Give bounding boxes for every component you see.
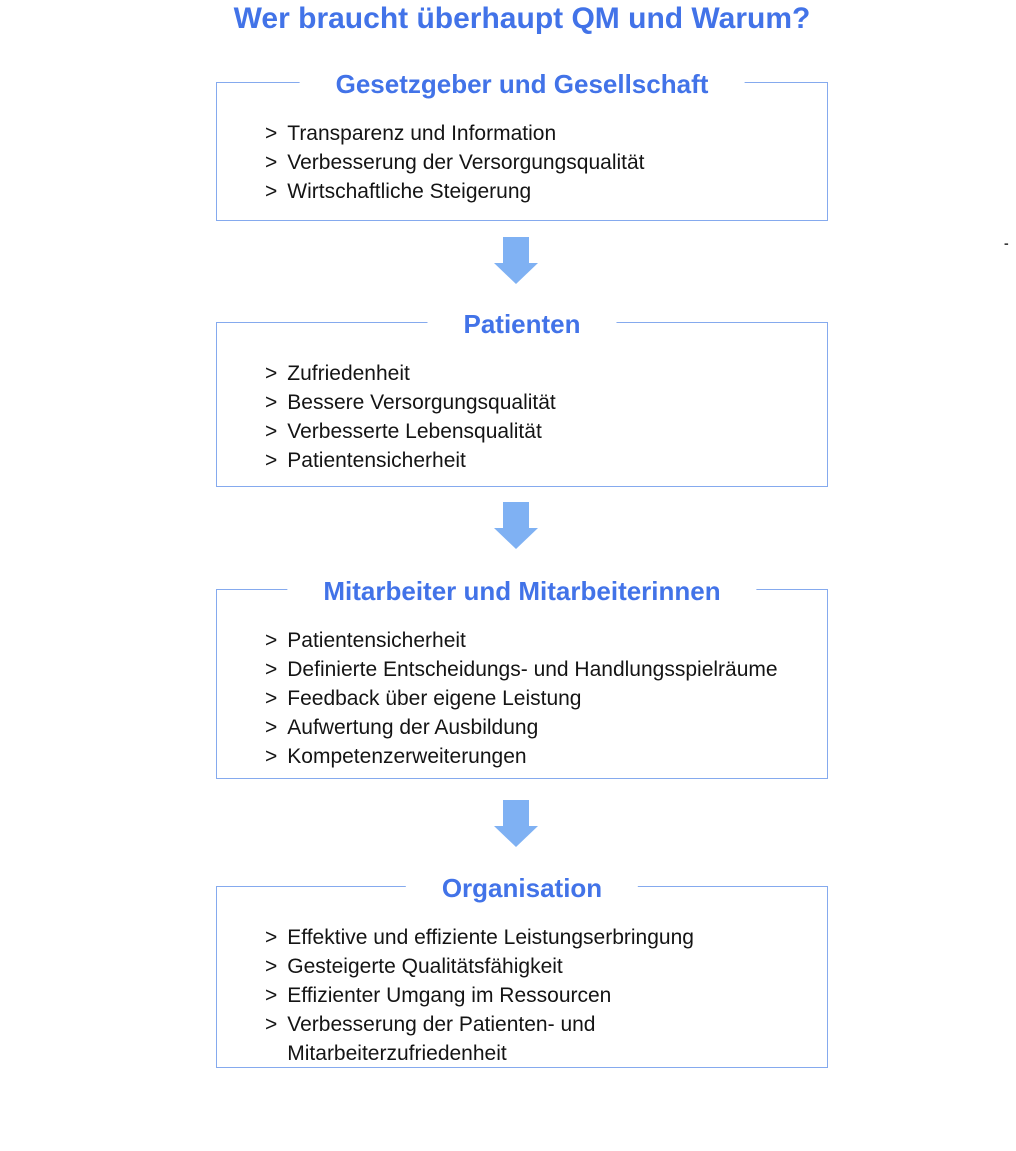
item-list: > Patientensicherheit > Definierte Entsc… [217,590,827,771]
box-title: Patienten [427,309,617,340]
list-item: > Gesteigerte Qualitätsfähigkeit [265,952,819,981]
list-item: > Zufriedenheit [265,359,819,388]
list-item: > Bessere Versorgungsqualität [265,388,819,417]
chevron-marker: > [265,1013,278,1036]
list-item: > Kompetenzerweiterungen [265,742,819,771]
item-text: Kompetenzerweiterungen [287,745,527,768]
chevron-marker: > [265,151,278,174]
chevron-marker: > [265,926,278,949]
arrow-down-icon [494,237,538,284]
list-item: > Transparenz und Information [265,119,819,148]
item-text: Bessere Versorgungsqualität [287,391,556,414]
chevron-marker: > [265,180,278,203]
list-item: > Wirtschaftliche Steigerung [265,177,819,206]
item-text: Definierte Entscheidungs- und Handlungss… [287,658,778,681]
box-patienten: Patienten > Zufriedenheit > Bessere Vers… [216,309,828,487]
chevron-marker: > [265,716,278,739]
item-text: Verbesserung der Patienten- und Mitarbei… [287,1013,596,1065]
stray-mark: - [1004,235,1009,251]
arrow-down-icon [494,800,538,847]
list-item: > Aufwertung der Ausbildung [265,713,819,742]
list-item: > Feedback über eigene Leistung [265,684,819,713]
chevron-marker: > [265,745,278,768]
item-text: Gesteigerte Qualitätsfähigkeit [287,955,563,978]
chevron-marker: > [265,629,278,652]
item-text: Effizienter Umgang im Ressourcen [287,984,612,1007]
list-item: > Verbesserte Lebensqualität [265,417,819,446]
list-item: > Verbesserung der Versorgungsqualität [265,148,819,177]
list-item: > Patientensicherheit [265,446,819,475]
chevron-marker: > [265,391,278,414]
item-list: > Effektive und effiziente Leistungserbr… [217,887,827,1068]
box-organisation: Organisation > Effektive und effiziente … [216,873,828,1068]
item-text: Feedback über eigene Leistung [287,687,582,710]
list-item: > Verbesserung der Patienten- und Mitarb… [265,1010,819,1068]
item-text: Effektive und effiziente Leistungserbrin… [287,926,694,949]
list-item: > Effektive und effiziente Leistungserbr… [265,923,819,952]
box-gesetzgeber-und-gesellschaft: Gesetzgeber und Gesellschaft > Transpare… [216,69,828,221]
item-text: Zufriedenheit [287,362,410,385]
chevron-marker: > [265,362,278,385]
box-mitarbeiter: Mitarbeiter und Mitarbeiterinnen > Patie… [216,576,828,779]
item-text: Patientensicherheit [287,629,466,652]
chevron-marker: > [265,449,278,472]
box-title: Mitarbeiter und Mitarbeiterinnen [287,576,757,607]
list-item: > Effizienter Umgang im Ressourcen [265,981,819,1010]
box-title: Gesetzgeber und Gesellschaft [299,69,745,100]
chevron-marker: > [265,658,278,681]
item-text: Transparenz und Information [287,122,557,145]
page-title: Wer braucht überhaupt QM und Warum? [233,2,811,35]
list-item: > Definierte Entscheidungs- und Handlung… [265,655,819,684]
arrow-down-icon [494,502,538,549]
item-text: Patientensicherheit [287,449,466,472]
chevron-marker: > [265,122,278,145]
item-text: Aufwertung der Ausbildung [287,716,539,739]
item-text: Verbesserte Lebensqualität [287,420,542,443]
item-list: > Transparenz und Information > Verbesse… [217,83,827,206]
item-text: Verbesserung der Versorgungsqualität [287,151,645,174]
item-list: > Zufriedenheit > Bessere Versorgungsqua… [217,323,827,475]
chevron-marker: > [265,420,278,443]
chevron-marker: > [265,955,278,978]
list-item: > Patientensicherheit [265,626,819,655]
chevron-marker: > [265,984,278,1007]
chevron-marker: > [265,687,278,710]
item-text: Wirtschaftliche Steigerung [287,180,532,203]
box-title: Organisation [405,873,639,904]
